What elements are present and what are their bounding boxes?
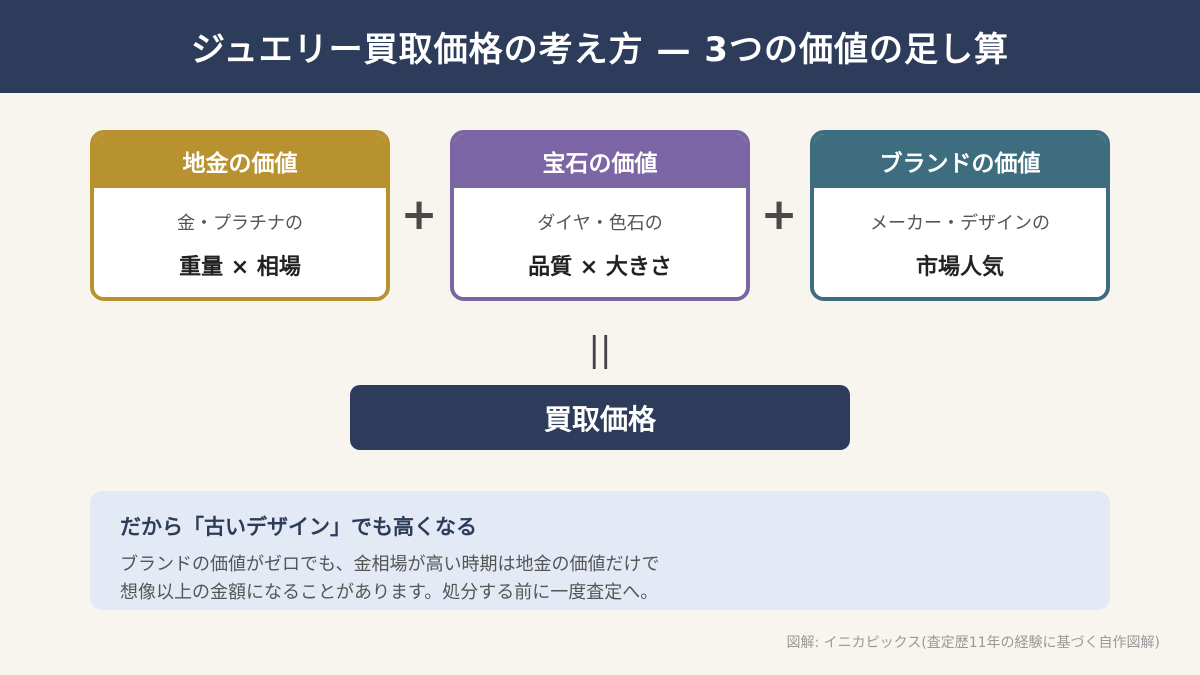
equals-sign: ||	[588, 330, 612, 370]
card-title: 宝石の価値	[454, 134, 746, 188]
note-title: だから「古いデザイン」でも高くなる	[120, 515, 477, 539]
card-bullion-value: 地金の価値 金・プラチナの 重量 × 相場	[90, 130, 390, 301]
card-formula: 市場人気	[915, 254, 1004, 280]
card-body: メーカー・デザインの 市場人気	[814, 188, 1106, 297]
plus-sign: +	[760, 189, 798, 240]
page-title: ジュエリー買取価格の考え方 — 3つの価値の足し算	[0, 0, 1200, 93]
credit-text: 図解: イニカピックス(査定歴11年の経験に基づく自作図解)	[786, 635, 1160, 651]
card-body: 金・プラチナの 重量 × 相場	[94, 188, 386, 297]
card-title: ブランドの価値	[814, 134, 1106, 188]
card-subtitle: ダイヤ・色石の	[537, 212, 663, 234]
card-body: ダイヤ・色石の 品質 × 大きさ	[454, 188, 746, 297]
note-line-2: 想像以上の金額になることがあります。処分する前に一度査定へ。	[120, 582, 659, 603]
card-formula: 品質 × 大きさ	[528, 254, 672, 280]
result-purchase-price: 買取価格	[350, 385, 850, 450]
card-subtitle: メーカー・デザインの	[870, 212, 1050, 234]
card-title: 地金の価値	[94, 134, 386, 188]
card-gemstone-value: 宝石の価値 ダイヤ・色石の 品質 × 大きさ	[450, 130, 750, 301]
card-formula: 重量 × 相場	[179, 254, 301, 280]
card-brand-value: ブランドの価値 メーカー・デザインの 市場人気	[810, 130, 1110, 301]
plus-sign: +	[400, 189, 438, 240]
note-box: だから「古いデザイン」でも高くなる ブランドの価値がゼロでも、金相場が高い時期は…	[90, 491, 1110, 610]
note-line-1: ブランドの価値がゼロでも、金相場が高い時期は地金の価値だけで	[120, 554, 660, 575]
card-subtitle: 金・プラチナの	[177, 212, 303, 234]
